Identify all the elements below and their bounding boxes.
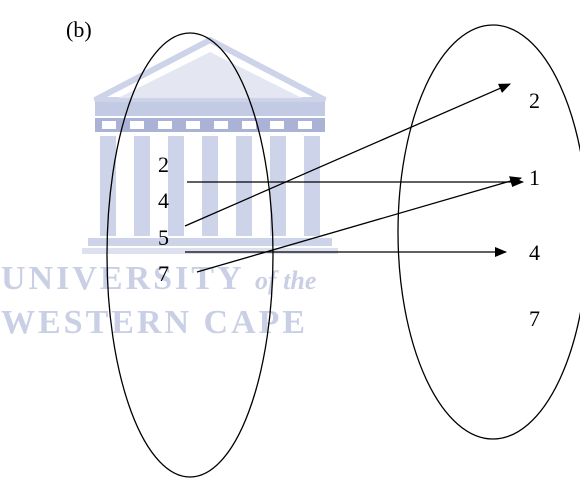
watermark-base: [88, 238, 332, 246]
codomain-element-2: 2: [529, 88, 540, 113]
watermark-logo: [82, 40, 338, 254]
watermark-base-lower: [82, 248, 338, 254]
domain-element-2: 2: [158, 152, 169, 177]
watermark-line1-suffix: of the: [255, 266, 316, 295]
codomain-element-1: 1: [529, 165, 540, 190]
watermark-line1: UNIVERSITY: [1, 260, 245, 297]
watermark-frieze: [95, 118, 325, 132]
codomain-set-oval: [398, 25, 580, 439]
domain-element-5: 5: [158, 225, 169, 250]
codomain-element-4: 4: [529, 240, 540, 265]
watermark-line2: WESTERN CAPE: [1, 304, 308, 341]
codomain-element-7: 7: [529, 306, 540, 331]
watermark-columns: [100, 136, 320, 236]
domain-element-4: 4: [158, 188, 169, 213]
domain-element-7: 7: [158, 261, 169, 286]
panel-label: (b): [66, 17, 92, 42]
